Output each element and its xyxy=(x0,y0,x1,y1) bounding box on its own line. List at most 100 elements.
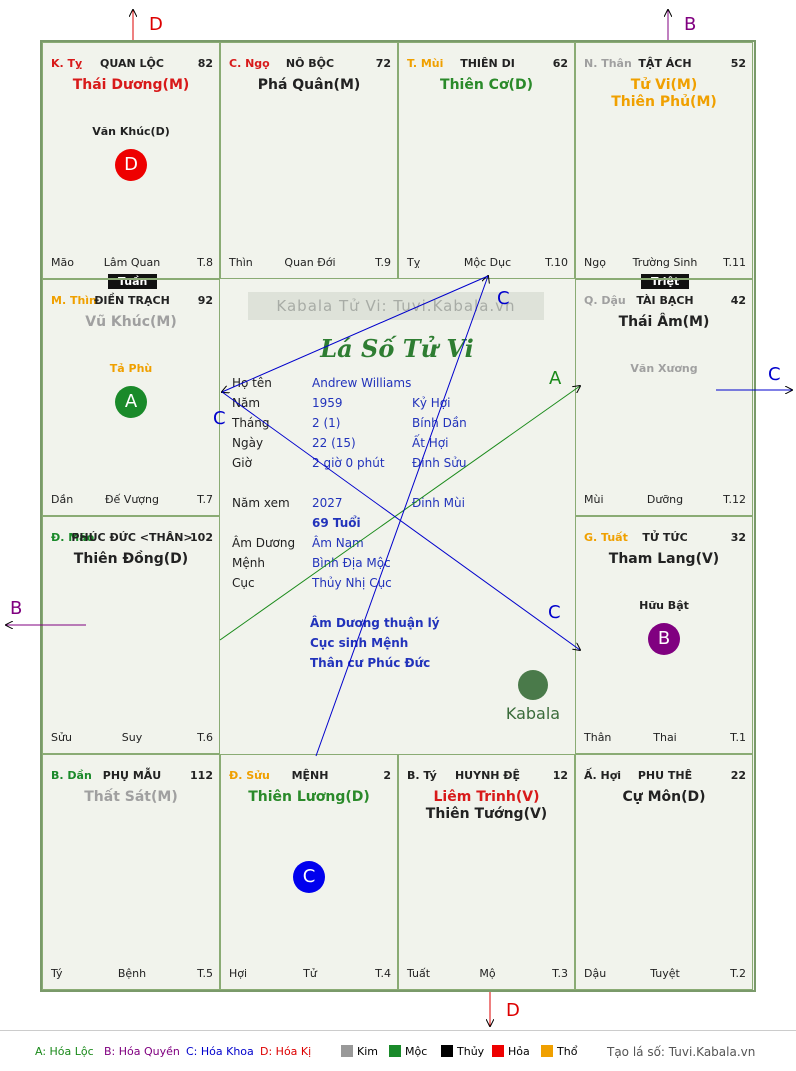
main-star: Vũ Khúc(M) xyxy=(85,314,177,330)
vong-trang-sinh: Suy xyxy=(121,731,143,744)
label-d-top: D xyxy=(149,14,163,35)
main-stars: Cự Môn(D) xyxy=(576,789,752,806)
palace-number: 52 xyxy=(730,57,746,70)
info-row: 69 Tuổi xyxy=(232,516,552,532)
info-value-extra: Ất Hợi xyxy=(412,436,449,450)
palace-number: 12 xyxy=(552,769,568,782)
palace-number: 42 xyxy=(730,294,746,307)
palace-name: NÔ BỘC xyxy=(285,57,335,70)
palace-name: THIÊN DI xyxy=(460,57,515,70)
legend-tho: Thổ xyxy=(541,1045,577,1058)
center-info-panel: Kabala Tử Vi: Tuvi.Kabala.vn Lá Số Tử Vi… xyxy=(220,278,574,753)
palace-name: PHU THÊ xyxy=(637,769,693,782)
label-b-left: B xyxy=(10,598,22,619)
tho-swatch-icon xyxy=(541,1045,553,1057)
palace-name: MỆNH xyxy=(291,769,329,782)
dai-van-branch: Dần xyxy=(51,493,74,506)
main-stars: Thất Sát(M) xyxy=(43,789,219,806)
main-stars: Thiên Lương(D) xyxy=(221,789,397,806)
can-chi: Đ. Mão xyxy=(51,531,95,544)
chart-title: Lá Số Tử Vi xyxy=(320,334,474,363)
info-label: Ngày xyxy=(232,436,264,450)
legend-hoa-khoa: C: Hóa Khoa xyxy=(186,1045,254,1058)
label-b-top: B xyxy=(684,14,696,35)
can-chi: C. Ngọ xyxy=(229,57,270,70)
dai-van-branch: Tý xyxy=(51,967,63,980)
dai-van-branch: Tuất xyxy=(407,967,431,980)
label-c-right: C xyxy=(768,364,781,385)
watermark: Kabala Tử Vi: Tuvi.Kabala.vn xyxy=(248,292,544,320)
info-value: 2 giờ 0 phút xyxy=(312,456,385,470)
chart-note: Cục sinh Mệnh xyxy=(310,636,409,650)
main-star: Tham Lang(V) xyxy=(608,551,720,567)
vong-trang-sinh: Tuyệt xyxy=(650,967,680,980)
vong-trang-sinh: Trường Sinh xyxy=(632,256,698,269)
dai-van-branch: Hợi xyxy=(229,967,248,980)
minor-star: Hữu Bật xyxy=(639,599,689,612)
main-star: Thiên Cơ(D) xyxy=(440,77,533,93)
info-value: 2 (1) xyxy=(312,416,341,430)
legend-hoa: Hỏa xyxy=(492,1045,530,1058)
palace-name: TẬT ÁCH xyxy=(638,57,692,70)
main-star: Liêm Trinh(V) xyxy=(433,789,540,805)
transformation-badge: C xyxy=(293,861,325,893)
palace-name: ĐIỀN TRẠCH xyxy=(94,294,170,307)
info-label: Mệnh xyxy=(232,556,265,570)
palace-number: 22 xyxy=(730,769,746,782)
can-chi: M. Thìn xyxy=(51,294,97,307)
info-value: Andrew Williams xyxy=(312,376,412,390)
main-star: Tử Vi(M) xyxy=(630,77,698,93)
tieu-han: T.11 xyxy=(723,256,746,269)
info-label: Giờ xyxy=(232,456,252,470)
info-value: Thủy Nhị Cục xyxy=(312,576,392,590)
main-stars: Thiên Đồng(D) xyxy=(43,551,219,568)
vong-trang-sinh: Đế Vượng xyxy=(105,493,159,506)
main-star: Thiên Đồng(D) xyxy=(73,551,189,567)
vong-trang-sinh: Mộ xyxy=(479,967,496,980)
info-label: Cục xyxy=(232,576,255,590)
main-star: Thiên Lương(D) xyxy=(248,789,370,805)
main-star: Thái Âm(M) xyxy=(618,314,710,330)
legend-hoa-loc: A: Hóa Lộc xyxy=(35,1045,94,1058)
kim-swatch-icon xyxy=(341,1045,353,1057)
info-value: 1959 xyxy=(312,396,343,410)
minor-star: Văn Xương xyxy=(630,362,698,375)
tieu-han: T.6 xyxy=(197,731,213,744)
transformation-badge: A xyxy=(115,386,147,418)
dai-van-branch: Sửu xyxy=(51,731,72,744)
info-label: Năm xem xyxy=(232,496,290,510)
site-credit-link[interactable]: Tạo lá số: Tuvi.Kabala.vn xyxy=(607,1045,756,1059)
info-label: Âm Dương xyxy=(232,536,296,550)
palace-number: 112 xyxy=(190,769,213,782)
hoa-swatch-icon xyxy=(492,1045,504,1057)
dai-van-branch: Thìn xyxy=(229,256,253,269)
main-stars: Phá Quân(M) xyxy=(221,77,397,94)
main-star: Thái Dương(M) xyxy=(72,77,190,93)
main-stars: Tham Lang(V) xyxy=(576,551,752,568)
